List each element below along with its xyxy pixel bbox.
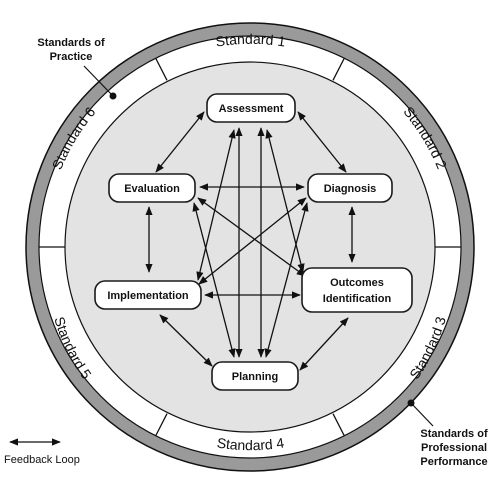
node-diagnosis: Diagnosis	[307, 173, 393, 203]
callout-practice-line-2: Practice	[50, 51, 93, 63]
legend-feedback-label: Feedback Loop	[4, 454, 80, 466]
node-diagnosis-label: Diagnosis	[324, 183, 377, 195]
arrow-outcomes-planning	[299, 317, 349, 371]
feedback-arrows	[145, 111, 356, 371]
callout-practice-dot	[109, 92, 117, 100]
node-evaluation: Evaluation	[108, 173, 196, 203]
band-dividers	[39, 57, 461, 437]
node-planning-label: Planning	[232, 371, 278, 383]
node-planning: Planning	[211, 361, 299, 391]
callout-performance-line-3: Performance	[420, 456, 487, 468]
node-outcomes-identification: Outcomes Identification	[301, 267, 413, 313]
callout-performance-line-1: Standards of	[420, 428, 488, 440]
node-assessment-label: Assessment	[219, 103, 284, 115]
callout-practice-line-1: Standards of	[37, 37, 105, 49]
legend: Feedback Loop	[4, 438, 80, 466]
callout-standards-of-practice: Standards of Practice	[37, 37, 117, 100]
callout-performance-leader	[410, 402, 434, 427]
node-outcomes-label-1: Outcomes	[330, 277, 384, 289]
callout-standards-of-professional-performance: Standards of Professional Performance	[407, 399, 488, 468]
arrow-assessment-evaluation	[155, 111, 205, 173]
node-implementation-label: Implementation	[107, 290, 189, 302]
callout-performance-line-2: Professional	[421, 442, 487, 454]
node-evaluation-label: Evaluation	[124, 183, 180, 195]
standard-1-label: Standard 1	[214, 31, 286, 50]
node-outcomes-label-2: Identification	[323, 293, 392, 305]
standard-4-label: Standard 4	[216, 434, 285, 453]
node-implementation: Implementation	[94, 280, 202, 310]
arrow-diagnosis-planning	[264, 202, 309, 358]
arrow-assessment-diagnosis	[297, 111, 347, 173]
arrow-evaluation-planning	[192, 202, 236, 358]
callout-practice-leader	[83, 65, 114, 97]
node-assessment: Assessment	[206, 93, 296, 123]
